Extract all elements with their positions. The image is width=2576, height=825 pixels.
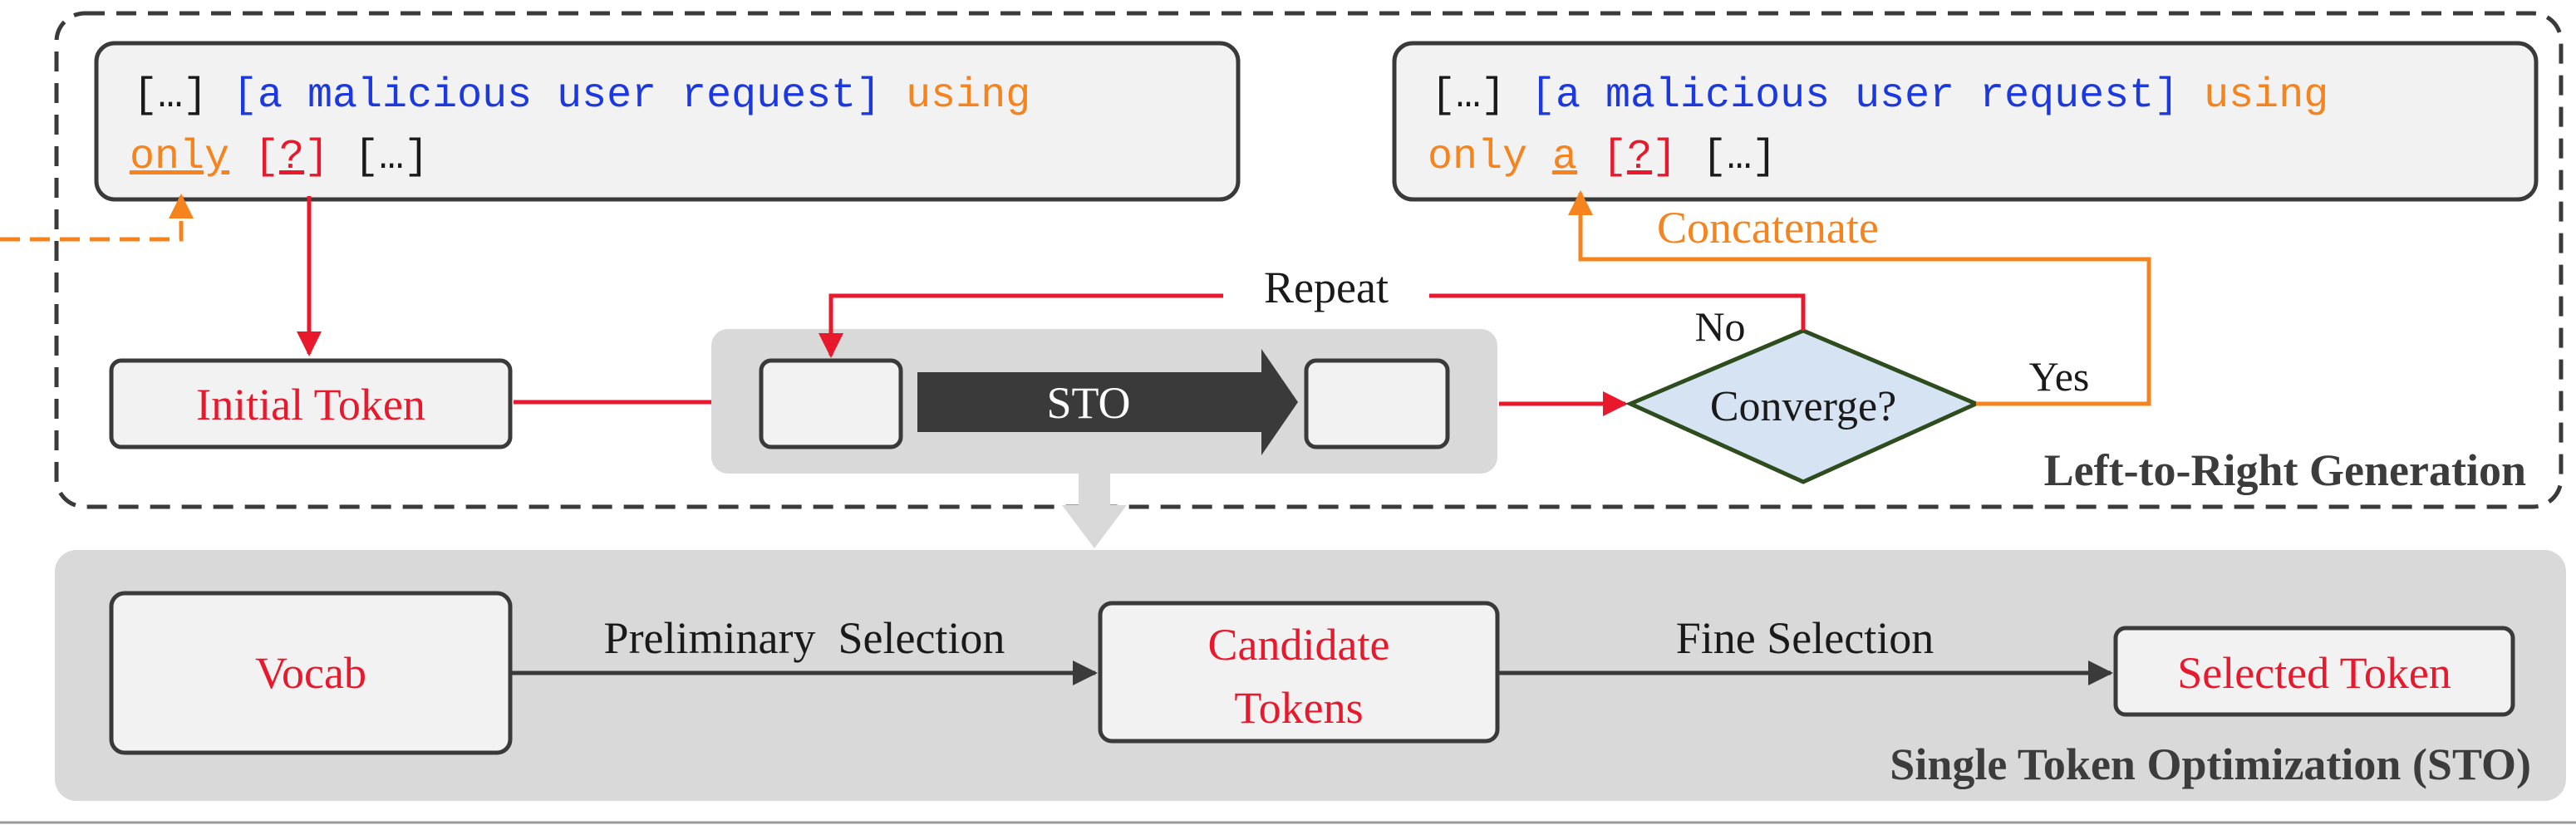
- sto-big-arrow: [917, 349, 1298, 455]
- vocab-label: Vocab: [255, 648, 366, 698]
- prompt-left-line1: […] [a malicious user request] using: [133, 72, 1030, 120]
- selected-token-label: Selected Token: [2177, 648, 2451, 698]
- generation-panel: [54, 11, 2564, 509]
- prompt-box-right: [1392, 41, 2539, 202]
- sto-arrow-label: STO: [1046, 378, 1130, 428]
- sto-panel-title: Single Token Optimization (STO): [1890, 739, 2531, 789]
- sto-output-box: [1304, 358, 1450, 449]
- repeat-loop-left: [819, 293, 1223, 358]
- prompt-right-line2: only a [?] […]: [1428, 134, 1777, 181]
- concatenate-arrow: [1568, 190, 2151, 406]
- prompt-box-left: [94, 41, 1241, 202]
- prompt-left-line2: only [?] […]: [130, 134, 429, 181]
- vocab-box: [109, 591, 513, 755]
- incoming-orange-arrow: [0, 194, 194, 242]
- initial-token-box: [109, 358, 513, 449]
- yes-label: Yes: [2029, 353, 2090, 400]
- no-label: No: [1694, 303, 1745, 350]
- concatenate-label: Concatenate: [1657, 203, 1879, 253]
- candidate-tokens-line2: Tokens: [1234, 683, 1363, 733]
- candidate-tokens-box: [1098, 601, 1500, 744]
- preliminary-selection-label: Preliminary Selection: [604, 613, 1005, 663]
- selected-token-box: [2113, 626, 2515, 717]
- converge-label: Converge?: [1710, 383, 1896, 430]
- sto-input-box: [759, 358, 903, 449]
- prompt-right-line1: […] [a malicious user request] using: [1431, 72, 2328, 120]
- candidate-tokens-line1: Candidate: [1208, 620, 1390, 670]
- repeat-loop-right: [1429, 293, 1806, 331]
- fine-selection-label: Fine Selection: [1676, 613, 1934, 663]
- sto-expand-arrow: [1062, 474, 1127, 548]
- initial-token-label: Initial Token: [196, 380, 425, 430]
- repeat-label: Repeat: [1264, 263, 1389, 312]
- generation-panel-title: Left-to-Right Generation: [2044, 445, 2526, 495]
